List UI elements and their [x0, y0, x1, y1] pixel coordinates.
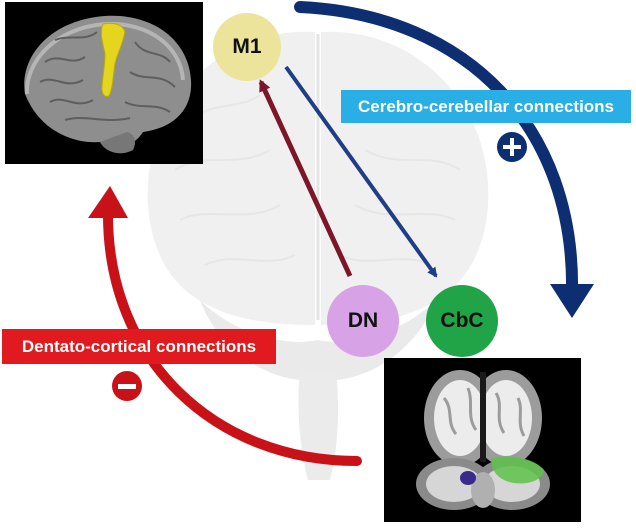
positive-sign-icon — [497, 132, 527, 162]
dn-node: DN — [327, 285, 399, 357]
dn-label: DN — [347, 309, 379, 332]
motor-area-highlight — [100, 22, 126, 97]
lateral-brain-image — [24, 15, 192, 154]
coronal-mri-image — [416, 370, 550, 510]
mri-image-panel — [384, 358, 581, 522]
cerebro-cerebellar-label: Cerebro-cerebellar connections — [341, 90, 631, 123]
dn-to-m1-arrow — [258, 79, 353, 278]
dentate-highlight — [460, 471, 476, 485]
cbc-node: CbC — [426, 285, 498, 357]
cerebro-cerebellar-label-text: Cerebro-cerebellar connections — [357, 96, 615, 116]
m1-to-cbc-arrow — [284, 65, 438, 278]
m1-label: M1 — [232, 35, 262, 58]
m1-node: M1 — [213, 13, 281, 81]
cerebro-cerebellar-arrowhead — [550, 284, 594, 318]
cbc-label: CbC — [440, 309, 484, 332]
dentato-cortical-label-text: Dentato-cortical connections — [21, 336, 257, 356]
dentato-cortical-arrow — [103, 210, 362, 466]
dentato-cortical-arrowhead — [88, 186, 128, 218]
cerebellar-cortex-highlight — [491, 456, 544, 484]
negative-sign-icon — [112, 371, 142, 401]
cortex-image-panel — [5, 2, 203, 164]
dentato-cortical-label: Dentato-cortical connections — [2, 329, 276, 364]
